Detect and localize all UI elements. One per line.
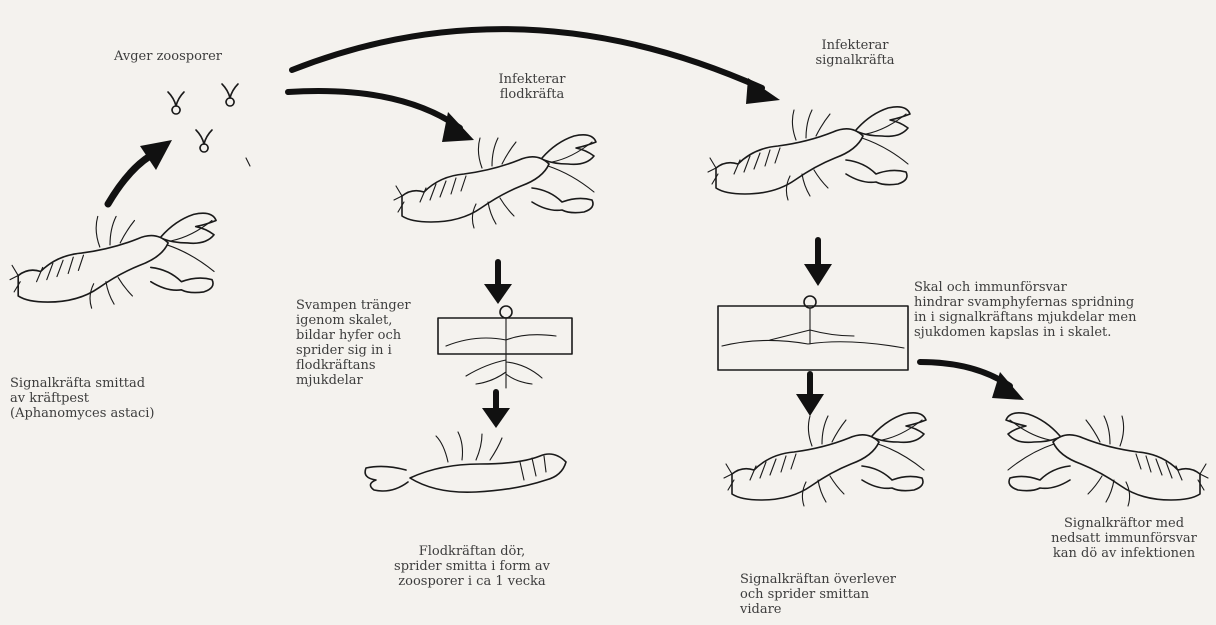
zoospore-icon — [168, 92, 184, 114]
label-shell-immune: Skal och immunförsvar hindrar svamphyfer… — [914, 280, 1136, 340]
zoospore-icon — [222, 84, 238, 106]
label-fungus-penetrates: Svampen tränger igenom skalet, bildar hy… — [296, 298, 411, 388]
arrow-down-signal-2-head — [796, 394, 824, 416]
arrow-down-noble-1-head — [484, 284, 512, 304]
zoospore-icon — [196, 130, 212, 152]
label-emits-zoospores: Avger zoosporer — [114, 49, 222, 64]
arrow-to-reduced-immune — [920, 362, 1010, 386]
arrow-to-signal-head — [746, 78, 780, 104]
label-infects-signal: Infekterar signalkräfta — [800, 38, 910, 68]
signal-crayfish-reduced-icon — [1006, 413, 1208, 506]
noble-crayfish-infected-icon — [394, 135, 596, 228]
arrow-down-noble-2-head — [482, 408, 510, 428]
dead-noble-crayfish-icon — [365, 432, 566, 492]
arrow-to-noble — [288, 91, 460, 128]
signal-crayfish-survives-icon — [724, 413, 926, 506]
label-infects-noble: Infekterar flodkräfta — [482, 72, 582, 102]
zoospores-group — [168, 84, 250, 166]
label-signal-infected: Signalkräfta smittad av kräftpest (Aphan… — [10, 376, 154, 421]
signal-crayfish-infected-icon — [10, 213, 216, 308]
label-reduced-immune: Signalkräftor med nedsatt immunförsvar k… — [1044, 516, 1204, 561]
shell-section-signal — [718, 296, 908, 370]
arrow-up-to-spores — [108, 156, 150, 204]
signal-crayfish-infected-2-icon — [708, 107, 910, 200]
label-noble-dies: Flodkräftan dör, sprider smitta i form a… — [372, 544, 572, 589]
label-signal-survives: Signalkräftan överlever och sprider smit… — [740, 572, 896, 617]
shell-section-noble — [438, 306, 572, 388]
arrow-up-to-spores-head — [140, 140, 172, 170]
arrow-down-signal-1-head — [804, 264, 832, 286]
